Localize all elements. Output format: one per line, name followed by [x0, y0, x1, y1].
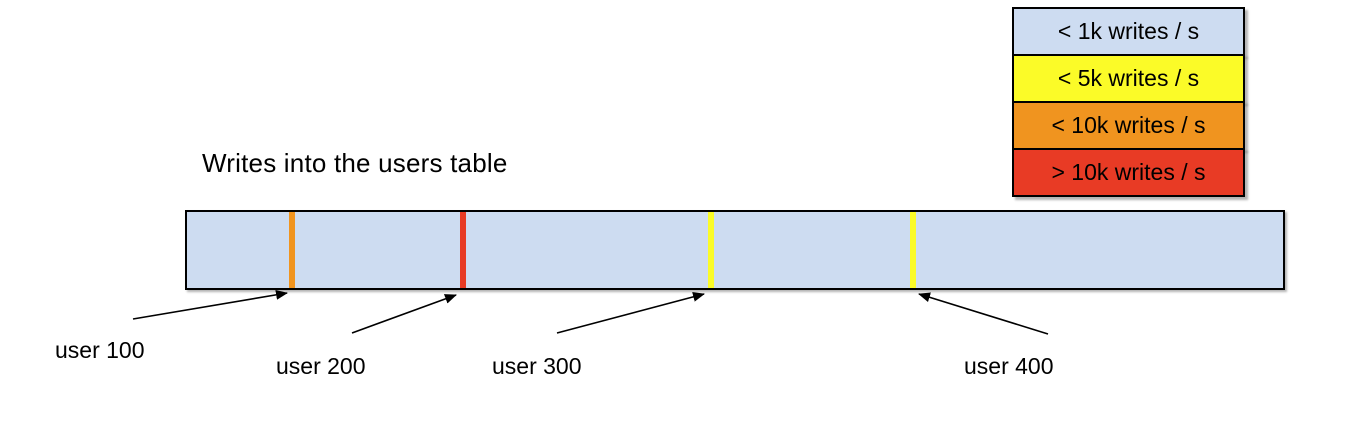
legend: < 1k writes / s < 5k writes / s < 10k wr… [1012, 7, 1245, 197]
diagram-title: Writes into the users table [202, 148, 508, 178]
user-400-label: user 400 [964, 353, 1054, 379]
legend-item-lt-10k-writes: < 10k writes / s [1012, 101, 1245, 150]
arrow-user-400 [918, 292, 1049, 335]
write-marker-user-300 [708, 212, 714, 288]
write-marker-user-200 [460, 212, 466, 288]
users-table-bar [185, 210, 1285, 290]
legend-item-gt-10k-writes: > 10k writes / s [1012, 148, 1245, 197]
arrow-user-300 [556, 291, 705, 334]
write-marker-user-400 [910, 212, 916, 288]
user-100-label: user 100 [55, 337, 145, 363]
legend-item-lt-5k-writes: < 5k writes / s [1012, 54, 1245, 103]
arrow-user-100 [132, 289, 288, 320]
arrow-user-200 [351, 294, 457, 334]
user-200-label: user 200 [276, 353, 366, 379]
user-300-label: user 300 [492, 353, 582, 379]
legend-item-lt-1k-writes: < 1k writes / s [1012, 7, 1245, 56]
write-marker-user-100 [289, 212, 295, 288]
